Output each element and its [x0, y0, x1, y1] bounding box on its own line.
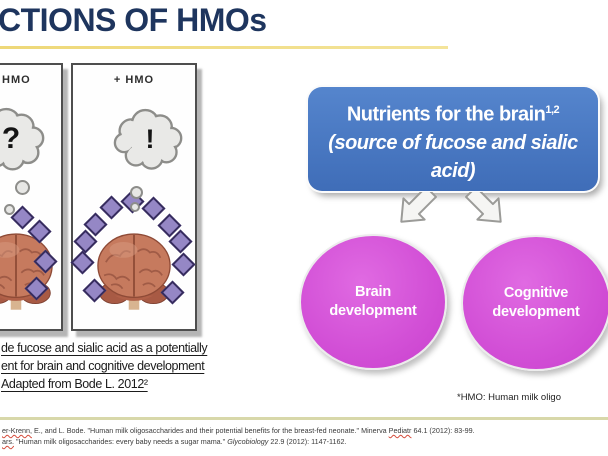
- hmo-footnote: *HMO: Human milk oligo: [457, 392, 561, 403]
- bubble-trail-icon: [130, 202, 140, 212]
- bubble-trail-icon: [15, 180, 30, 195]
- panel-minus-hmo-label: HMO: [2, 74, 31, 86]
- nutrients-box-subheading: (source of fucose and sialic acid): [328, 131, 578, 182]
- brain-image: [97, 233, 171, 310]
- caption-line-1: de fucose and sialic acid as a potential…: [1, 341, 208, 355]
- nutrients-box-heading: Nutrients for the brain1,2: [346, 103, 560, 126]
- cognitive-development-circle: Cognitive development: [461, 235, 608, 371]
- down-arrows-icon: [400, 192, 502, 223]
- bubble-trail-icon: [4, 204, 15, 215]
- title-underline: [0, 46, 448, 49]
- references: er-Krenn, E., and L. Bode. "Human milk o…: [2, 425, 475, 447]
- reference-2: ars. "Human milk oligosaccharides: every…: [2, 437, 347, 446]
- brain-image: [0, 233, 53, 310]
- reference-superscript: 1,2: [545, 104, 560, 116]
- thought-cloud-icon: [113, 108, 183, 170]
- cognitive-development-label: Cognitive development: [492, 285, 580, 320]
- brain-development-circle: Brain development: [299, 234, 447, 370]
- caption-line-2: ent for brain and cognitive development: [1, 359, 205, 373]
- reference-1: er-Krenn, E., and L. Bode. "Human milk o…: [2, 426, 475, 435]
- page-title: CTIONS OF HMOs: [0, 2, 267, 38]
- brain-development-label: Brain development: [329, 284, 417, 319]
- nutrients-for-brain-box: Nutrients for the brain1,2 (source of fu…: [308, 87, 598, 191]
- thought-cloud-icon: [0, 107, 45, 171]
- caption-line-3: Adapted from Bode L. 2012²: [1, 377, 148, 391]
- footer-divider: [0, 417, 608, 420]
- bubble-trail-icon: [130, 186, 143, 199]
- question-mark-bubble: ?: [1, 122, 21, 155]
- panel-plus-hmo-label: + HMO: [113, 74, 155, 86]
- exclamation-mark-bubble: !: [145, 124, 155, 154]
